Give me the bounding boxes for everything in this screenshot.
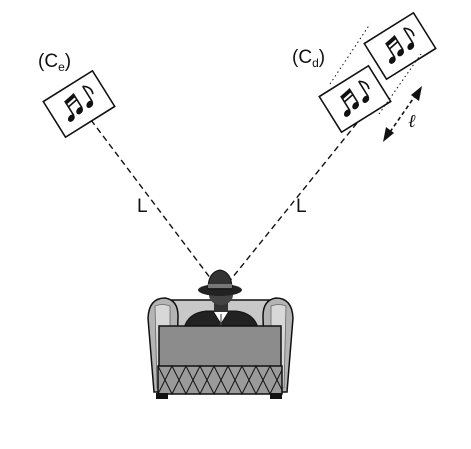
left-speaker-label: (Ce) [38,51,72,74]
right-speaker-label: (Cd) [292,47,326,70]
left-speaker [42,69,116,139]
offset-label: ℓ [408,111,416,132]
right-speaker-displaced [363,11,437,81]
displacement-guide [378,53,422,115]
displacement-guide [329,23,371,85]
right-distance-line [227,122,358,284]
double-arrow-icon [383,86,422,142]
right-speaker [318,64,392,134]
right-distance-label: L [296,196,307,217]
left-distance-line [90,119,215,284]
left-distance-label: L [137,196,148,217]
person-in-armchair-icon [147,269,294,399]
